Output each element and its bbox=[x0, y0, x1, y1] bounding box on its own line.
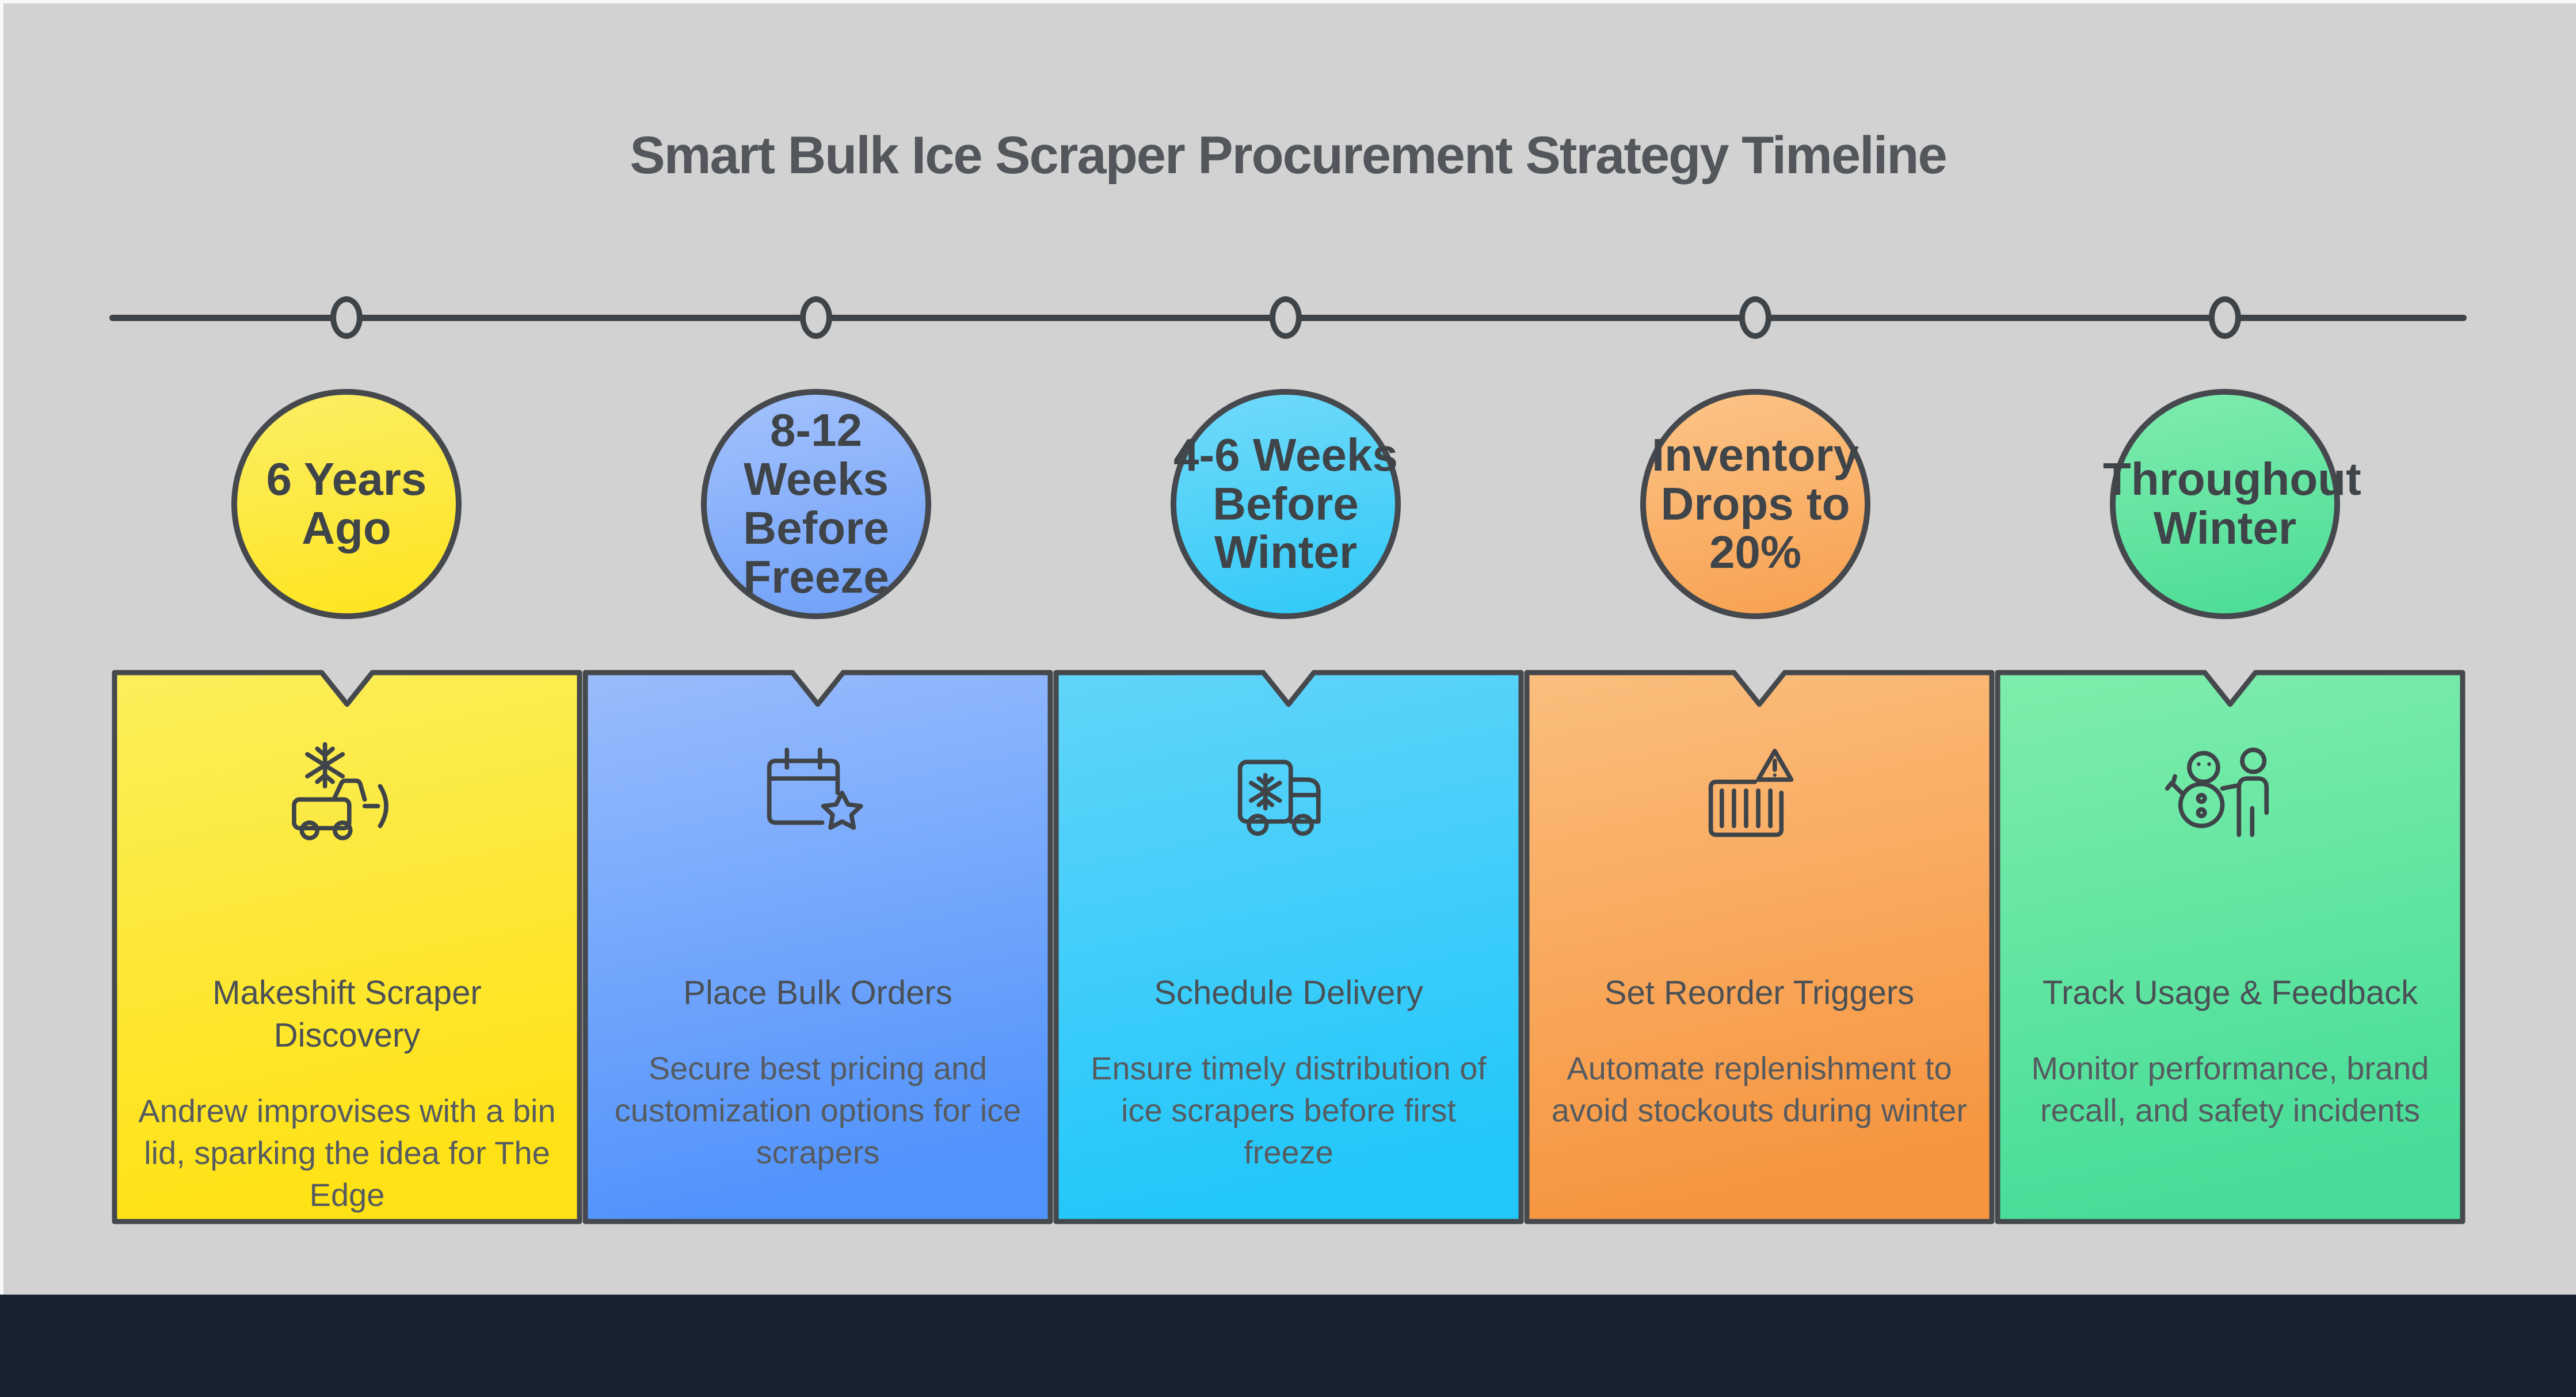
timeline-node bbox=[1739, 296, 1771, 339]
milestone-label: Throughout Winter bbox=[2103, 453, 2361, 554]
timeline-node bbox=[2209, 296, 2241, 339]
card-text: Set Reorder Triggers Automate replenishm… bbox=[1547, 972, 1972, 1132]
card-shape bbox=[1995, 670, 2466, 1224]
freezer-truck-icon bbox=[1053, 738, 1524, 851]
card-title: Schedule Delivery bbox=[1154, 974, 1423, 1012]
card-body: Ensure timely distribution of ice scrape… bbox=[1091, 1050, 1487, 1170]
card-text: Track Usage & Feedback Monitor performan… bbox=[2018, 972, 2442, 1132]
footer-bar bbox=[0, 1295, 2576, 1397]
page-title: Smart Bulk Ice Scraper Procurement Strat… bbox=[630, 126, 1947, 185]
card-body: Secure best pricing and customization op… bbox=[614, 1050, 1022, 1170]
milestone-label: Inventory Drops to 20% bbox=[1651, 429, 1859, 578]
stage-card-4: Set Reorder Triggers Automate replenishm… bbox=[1524, 670, 1995, 1224]
milestone-label: 8-12 Weeks Before Freeze bbox=[743, 404, 889, 602]
card-title: Set Reorder Triggers bbox=[1604, 974, 1915, 1012]
card-body: Monitor performance, brand recall, and s… bbox=[2031, 1050, 2429, 1129]
stage-card-3: Schedule Delivery Ensure timely distribu… bbox=[1053, 670, 1524, 1224]
card-body: Andrew improvises with a bin lid, sparki… bbox=[138, 1093, 556, 1213]
milestone-circle-5: Throughout Winter bbox=[2103, 389, 2361, 619]
snowman-person-icon bbox=[1995, 738, 2466, 851]
card-title: Place Bulk Orders bbox=[683, 974, 952, 1012]
stage-card-1: Makeshift Scraper Discovery Andrew impro… bbox=[112, 670, 582, 1224]
milestone-circle-1: 6 Years Ago bbox=[231, 389, 462, 619]
card-shape bbox=[1524, 670, 1995, 1224]
card-text: Schedule Delivery Ensure timely distribu… bbox=[1076, 972, 1501, 1174]
card-text: Makeshift Scraper Discovery Andrew impro… bbox=[135, 972, 559, 1216]
milestone-circle-2: 8-12 Weeks Before Freeze bbox=[701, 389, 931, 619]
timeline-node bbox=[1270, 296, 1302, 339]
milestone-circle-4: Inventory Drops to 20% bbox=[1640, 389, 1870, 619]
card-body: Automate replenishment to avoid stockout… bbox=[1551, 1050, 1968, 1129]
timeline-node bbox=[330, 296, 363, 339]
card-title: Track Usage & Feedback bbox=[2042, 974, 2418, 1012]
card-text: Place Bulk Orders Secure best pricing an… bbox=[605, 972, 1030, 1174]
card-shape bbox=[582, 670, 1053, 1224]
stage-card-2: Place Bulk Orders Secure best pricing an… bbox=[582, 670, 1053, 1224]
card-shape bbox=[1053, 670, 1524, 1224]
milestone-circle-3: 4-6 Weeks Before Winter bbox=[1171, 389, 1401, 619]
snowplow-truck-icon bbox=[112, 738, 582, 851]
milestone-label: 6 Years Ago bbox=[266, 453, 427, 554]
card-shape bbox=[112, 670, 582, 1224]
milestone-label: 4-6 Weeks Before Winter bbox=[1173, 429, 1398, 578]
stage-card-5: Track Usage & Feedback Monitor performan… bbox=[1995, 670, 2466, 1224]
container-warning-icon bbox=[1524, 738, 1995, 851]
calendar-star-icon bbox=[582, 738, 1053, 851]
card-title: Makeshift Scraper Discovery bbox=[212, 974, 482, 1055]
timeline-node bbox=[800, 296, 832, 339]
